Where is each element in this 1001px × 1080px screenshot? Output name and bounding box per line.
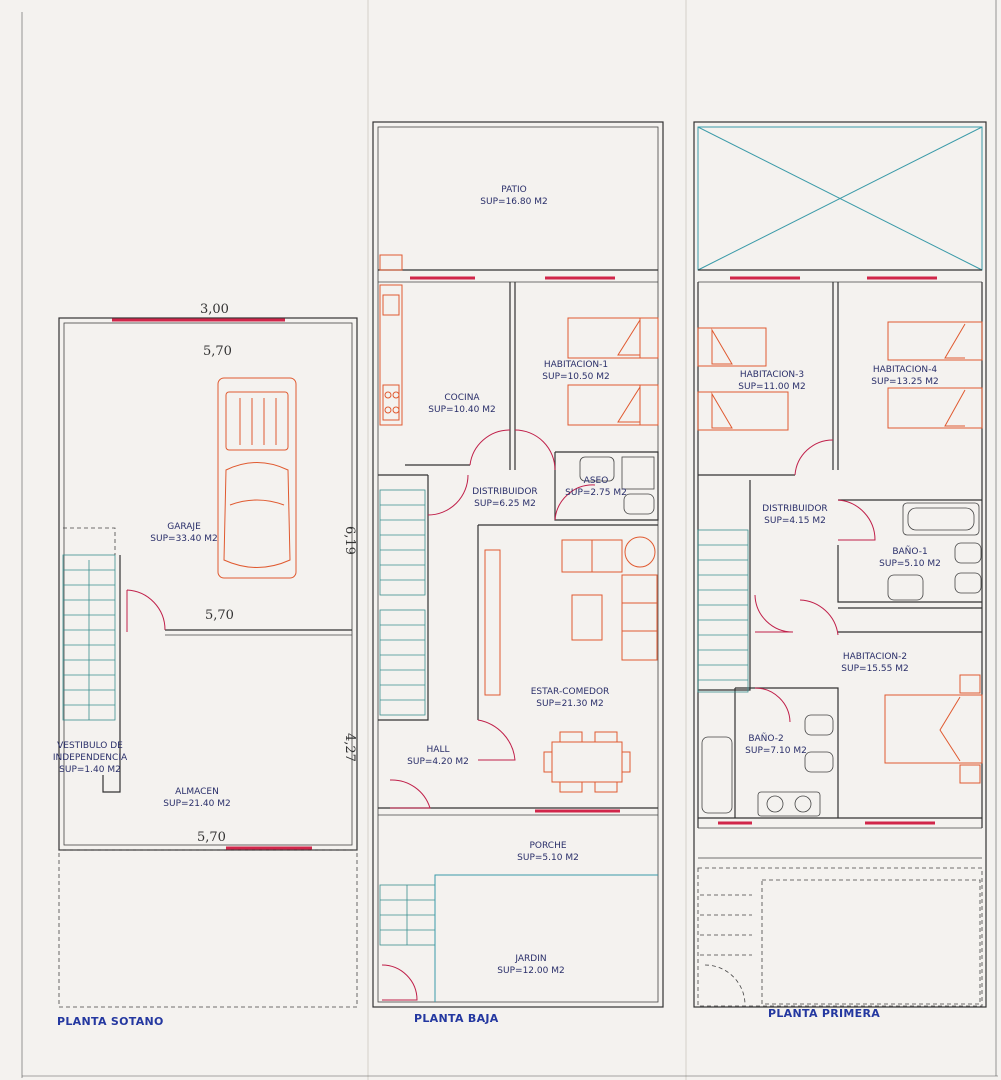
stair-door — [427, 474, 469, 516]
room-sup-garaje: SUP=33.40 M2 — [150, 534, 217, 544]
room-name-aseo: ASEO — [584, 476, 609, 486]
room-sup-habitacion-2: SUP=15.55 M2 — [841, 664, 908, 674]
stair-wall-primera — [698, 480, 751, 691]
baja-stair — [379, 489, 436, 946]
room-sup-bano-1: SUP=5.10 M2 — [879, 559, 941, 569]
jardin-door — [381, 964, 418, 1001]
room-name-habitacion-2: HABITACION-2 — [843, 652, 907, 662]
room-name-patio: PATIO — [501, 185, 527, 195]
aseo-walls — [554, 451, 659, 521]
room-name-distribuidor: DISTRIBUIDOR — [472, 487, 537, 497]
void-cross — [697, 126, 983, 271]
cocina-door — [469, 429, 511, 466]
primera-stair — [697, 529, 749, 693]
car-icon — [217, 377, 297, 579]
room-name-garaje: GARAJE — [167, 522, 201, 532]
baja-inner-wall — [377, 126, 659, 1003]
room-sup-habitacion-1: SUP=10.50 M2 — [542, 372, 609, 382]
sotano-inner-wall — [63, 322, 353, 846]
room-name-bano-2: BAÑO-2 — [748, 733, 783, 744]
sotano-door — [126, 589, 166, 632]
floor-sotano: GARAJE SUP=33.40 M2 VESTIBULO DE INDEPEN… — [53, 302, 358, 1028]
stair-dashed-line — [63, 527, 116, 555]
bed-icon — [697, 321, 983, 784]
room-sup-cocina: SUP=10.40 M2 — [428, 405, 495, 415]
stair-door-primera — [754, 594, 794, 633]
dimension-label: 5,70 — [205, 608, 234, 623]
sotano-exterior-dashed — [58, 849, 358, 1008]
bano1-door — [837, 499, 876, 541]
room-name-vestibulo: VESTIBULO DE — [57, 741, 123, 751]
dimension-label: 3,00 — [200, 302, 229, 317]
floor-baja: PATIO SUP=16.80 M2 COCINA SUP=10.40 M2 H… — [372, 121, 664, 1025]
bano1-walls — [837, 545, 982, 603]
room-sup-habitacion-4: SUP=13.25 M2 — [871, 377, 938, 387]
room-sup-patio: SUP=16.80 M2 — [480, 197, 547, 207]
room-name-vestibulo-2: INDEPENDENCIA — [53, 753, 128, 763]
room-name-habitacion-3: HABITACION-3 — [740, 370, 804, 380]
room-sup-distribuidor: SUP=6.25 M2 — [474, 499, 536, 509]
room-name-habitacion-1: HABITACION-1 — [544, 360, 608, 370]
room-sup-aseo: SUP=2.75 M2 — [565, 488, 627, 498]
room-sup-vestibulo: SUP=1.40 M2 — [59, 765, 121, 775]
estar-door — [477, 719, 516, 761]
dimension-label: 4,27 — [342, 733, 357, 762]
bano1-fixtures — [887, 502, 982, 601]
room-sup-bano-2: SUP=7.10 M2 — [745, 746, 807, 756]
floor-title-baja: PLANTA BAJA — [414, 1012, 499, 1025]
hab1-door — [514, 429, 556, 471]
dining-table-icon — [543, 731, 631, 793]
room-name-hall: HALL — [427, 745, 450, 755]
primera-outer-wall — [693, 121, 987, 1008]
floor-title-sotano: PLANTA SOTANO — [57, 1015, 164, 1028]
room-name-habitacion-4: HABITACION-4 — [873, 365, 938, 375]
dimension-label: 5,70 — [197, 830, 226, 845]
dimension-label: 5,70 — [203, 344, 232, 359]
room-name-estar-comedor: ESTAR-COMEDOR — [531, 687, 610, 697]
vestibulo-wall — [102, 555, 121, 793]
room-name-porche: PORCHE — [529, 841, 566, 851]
floor-primera: HABITACION-3 SUP=11.00 M2 HABITACION-4 S… — [693, 121, 987, 1020]
sofa-icon — [484, 536, 658, 696]
hab2-door — [799, 599, 839, 636]
room-name-jardin: JARDIN — [514, 954, 546, 964]
floor-title-primera: PLANTA PRIMERA — [768, 1007, 880, 1020]
room-sup-porche: SUP=5.10 M2 — [517, 853, 579, 863]
room-name-almacen: ALMACEN — [175, 787, 219, 797]
kitchen-counter — [379, 284, 403, 426]
baja-outer-wall — [372, 121, 664, 1008]
room-sup-habitacion-3: SUP=11.00 M2 — [738, 382, 805, 392]
room-sup-jardin: SUP=12.00 M2 — [497, 966, 564, 976]
room-sup-estar-comedor: SUP=21.30 M2 — [536, 699, 603, 709]
room-sup-hall: SUP=4.20 M2 — [407, 757, 469, 767]
bano2-door — [754, 687, 791, 723]
primera-porch-dashed — [697, 867, 983, 1007]
hab3-door — [794, 439, 834, 476]
bano2-walls — [735, 687, 839, 818]
bed-icon — [567, 317, 659, 426]
jardin-boundary — [434, 874, 658, 1002]
dimension-label: 6,19 — [342, 526, 357, 555]
stair-wall — [378, 475, 429, 721]
patio-sink — [379, 254, 403, 271]
room-name-bano-1: BAÑO-1 — [892, 546, 927, 557]
entrance-door — [389, 779, 431, 809]
sotano-stair-steps — [63, 560, 115, 720]
room-sup-almacen: SUP=21.40 M2 — [163, 799, 230, 809]
aseo-fixtures — [579, 456, 655, 515]
bano2-fixtures — [701, 714, 834, 817]
room-name-cocina: COCINA — [444, 393, 480, 403]
room-name-distribuidor-primera: DISTRIBUIDOR — [762, 504, 827, 514]
room-sup-distribuidor-primera: SUP=4.15 M2 — [764, 516, 826, 526]
aseo-door — [554, 484, 596, 521]
